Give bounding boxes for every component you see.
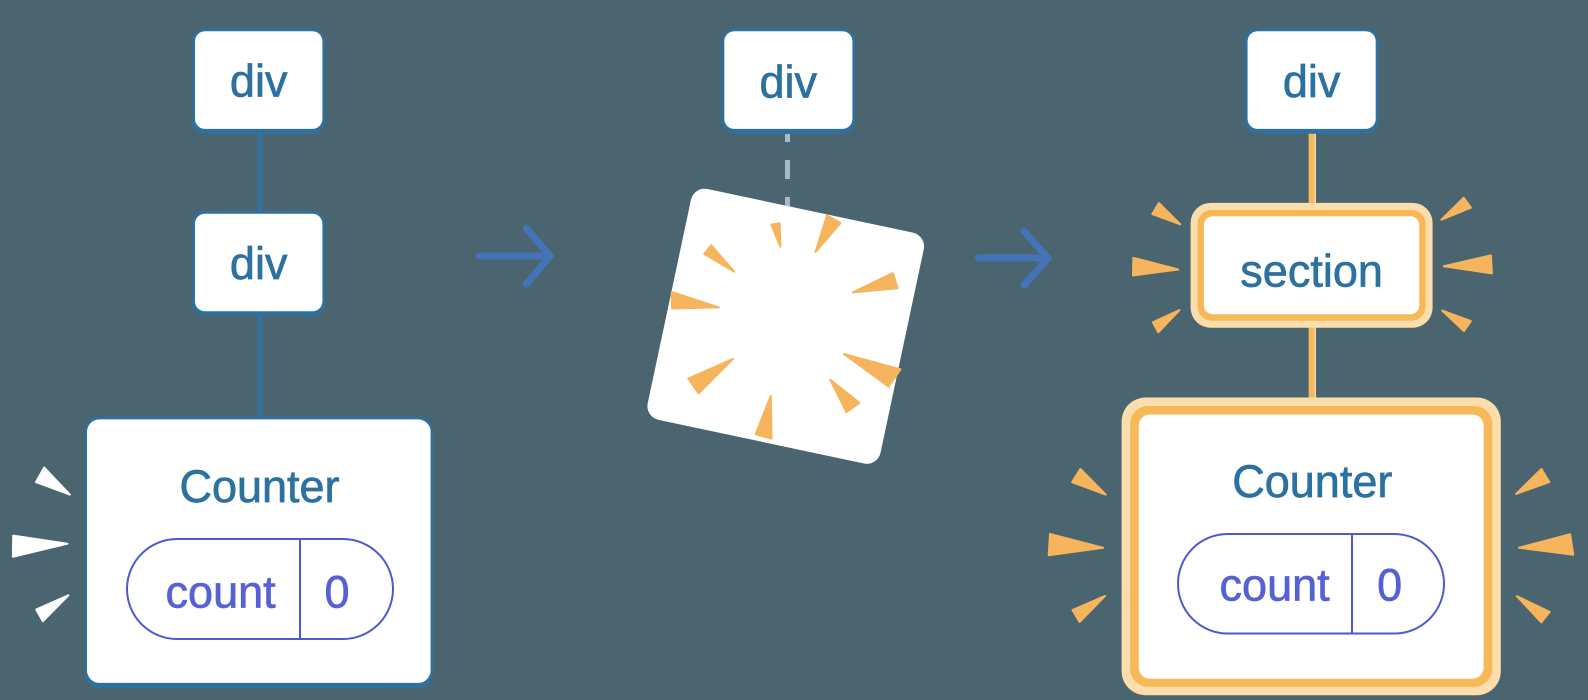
svg-text:count: count [1220, 560, 1331, 611]
svg-text:div: div [760, 56, 818, 107]
svg-text:div: div [230, 238, 288, 289]
svg-text:div: div [230, 56, 288, 107]
svg-text:Counter: Counter [1232, 456, 1392, 507]
svg-text:Counter: Counter [179, 461, 339, 512]
svg-text:div: div [1283, 56, 1341, 107]
svg-text:0: 0 [1377, 560, 1402, 611]
svg-text:section: section [1240, 246, 1383, 297]
svg-text:0: 0 [324, 567, 349, 618]
svg-text:count: count [166, 567, 277, 618]
